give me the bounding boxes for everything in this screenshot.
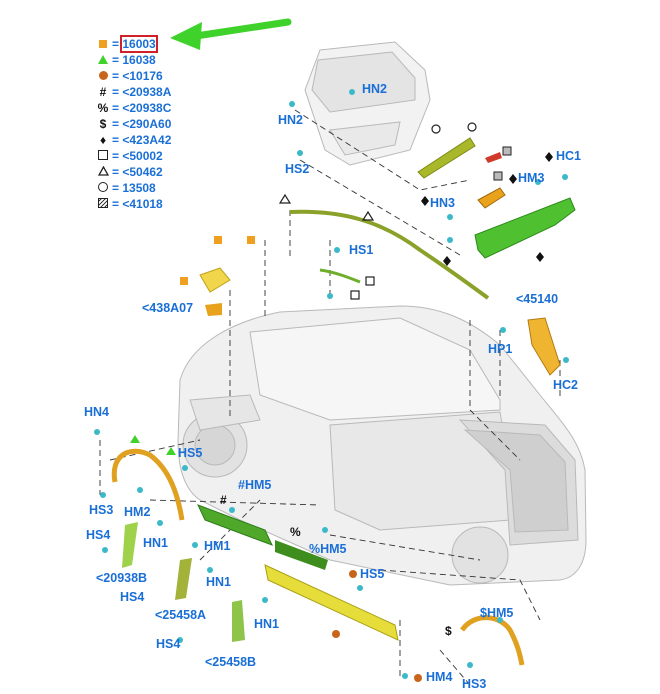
label-hp1: HP1 <box>488 342 513 356</box>
label-hn4: HN4 <box>84 405 110 419</box>
legend-text: = <50002 <box>112 149 163 163</box>
glass-molding <box>417 137 476 179</box>
clip-markers <box>94 89 569 679</box>
label-hs3-left: HS3 <box>89 503 114 517</box>
label-hm5-dollar: $HM5 <box>480 606 514 620</box>
svg-text:$: $ <box>445 624 452 638</box>
wheel-arch-molding-left <box>111 448 185 521</box>
triangle-filled-green-icon <box>96 53 110 67</box>
triangle-open-icon <box>96 165 110 179</box>
legend-text: = <290A60 <box>112 117 172 131</box>
legend-text: = <50462 <box>112 165 163 179</box>
rocker-molding-green <box>197 504 328 570</box>
legend-text: = <41018 <box>112 197 163 211</box>
diamond-filled-icon: ♦ <box>99 133 107 147</box>
circle-open-icon <box>96 181 110 195</box>
svg-text:%: % <box>290 525 301 539</box>
liftgate <box>304 41 431 166</box>
hash-icon: # <box>99 85 107 99</box>
label-hs1: HS1 <box>349 243 374 257</box>
diagram-markers: # % $ <box>130 122 553 682</box>
dollar-icon: $ <box>99 117 107 131</box>
label-hn3: HN3 <box>430 196 456 210</box>
legend-text: = 16038 <box>112 53 156 67</box>
label-hm2: HM2 <box>124 505 151 519</box>
legend-text: = <20938C <box>112 101 172 115</box>
label-hc1: HC1 <box>556 149 582 163</box>
rocker-molding-yellow <box>264 564 399 641</box>
label-25458b: <25458B <box>205 655 257 669</box>
quarter-trim-right <box>527 317 561 376</box>
vehicle-body <box>177 305 587 586</box>
label-hs5-right: HS5 <box>360 567 385 581</box>
label-438a07: <438A07 <box>142 301 194 315</box>
label-hm5-hash: #HM5 <box>238 478 272 492</box>
roof-molding <box>289 209 490 300</box>
label-hs3-right: HS3 <box>462 677 487 691</box>
label-25458a: <25458A <box>155 608 207 622</box>
label-45140: <45140 <box>516 292 559 306</box>
square-open-icon <box>96 149 110 163</box>
wheel-arch-molding-right <box>459 615 525 666</box>
label-hm4: HM4 <box>426 670 453 684</box>
legend-text: = <10176 <box>112 69 163 83</box>
label-hs2: HS2 <box>285 162 310 176</box>
square-hatched-icon <box>96 197 110 211</box>
label-20938b: <20938B <box>96 571 148 585</box>
leader-lines <box>99 109 561 686</box>
rear-spoiler <box>474 197 576 259</box>
label-hs4-a: HS4 <box>86 528 111 542</box>
legend-text: = 16003 <box>112 35 158 53</box>
svg-text:#: # <box>220 493 227 507</box>
label-hn2-left: HN2 <box>278 113 304 127</box>
bracket-small <box>477 152 506 209</box>
pointer-arrow-icon <box>170 18 292 50</box>
label-hn1-b: HN1 <box>206 575 232 589</box>
label-hm3: HM3 <box>518 171 545 185</box>
bracket-yellow-left <box>199 267 231 316</box>
legend-text: = <20938A <box>112 85 172 99</box>
percent-icon: % <box>97 101 109 115</box>
label-hn2-top: HN2 <box>362 82 388 96</box>
label-hc2: HC2 <box>553 378 579 392</box>
label-hs4-b: HS4 <box>120 590 145 604</box>
circle-filled-brown-icon <box>96 69 110 83</box>
legend-text: = <423A42 <box>112 133 172 147</box>
strip-pieces <box>122 522 245 642</box>
label-hn1-c: HN1 <box>254 617 280 631</box>
legend-text: = 13508 <box>112 181 156 195</box>
label-hm5-pct: %HM5 <box>309 542 347 556</box>
label-hm1: HM1 <box>204 539 231 553</box>
square-filled-orange-icon <box>96 37 110 51</box>
label-hs4-c: HS4 <box>156 637 181 651</box>
label-hs5-left: HS5 <box>178 446 203 460</box>
label-hn1-a: HN1 <box>143 536 169 550</box>
